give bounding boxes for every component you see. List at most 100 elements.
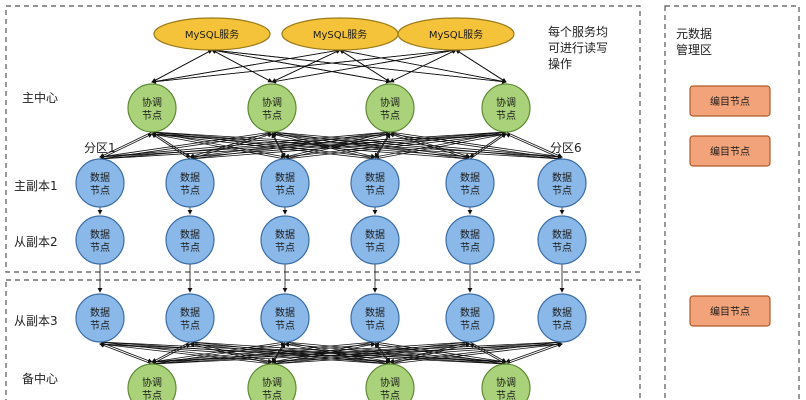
mysql-service-3-label: MySQL服务 — [429, 28, 483, 41]
data-node-primary-3-text-1: 数据 — [275, 171, 295, 184]
data-node-secondary2-4-text-1: 数据 — [365, 228, 385, 241]
edge-coord-1-mysql-0 — [211, 49, 273, 83]
catalog-node-2 — [689, 135, 771, 167]
edge-coord-3-data-1 — [189, 131, 507, 160]
backup-coord-node-1-text-2: 节点 — [142, 390, 162, 400]
data-node-primary-5 — [445, 158, 495, 208]
metadata-title-line-2: 管理区 — [676, 42, 712, 57]
data-node-secondary3-3-text-1: 数据 — [275, 306, 295, 319]
backup-coord-node-2-text-2: 节点 — [262, 390, 282, 400]
edge-coord-0-mysql-2 — [151, 48, 457, 83]
data-node-primary-1-text-1: 数据 — [90, 171, 110, 184]
backup-coord-node-1-text-1: 协调 — [142, 376, 162, 389]
data-node-secondary2-1 — [75, 215, 125, 265]
data-node-secondary2-3-text-2: 节点 — [275, 242, 295, 254]
data-node-secondary3-2-text-1: 数据 — [180, 306, 200, 319]
data-node-secondary3-1-text-2: 节点 — [90, 320, 110, 332]
main-coord-node-2-text-1: 协调 — [262, 96, 282, 109]
edge-coord-3-data-0 — [99, 131, 507, 160]
data-node-secondary2-1-text-1: 数据 — [90, 228, 110, 241]
backup-coord-node-3 — [365, 363, 415, 400]
edge-coord-2-data-5 — [389, 131, 563, 159]
data-node-secondary3-6-text-2: 节点 — [552, 320, 572, 332]
edge-data3-5-bcoord-1 — [271, 341, 563, 365]
edge-coord-3-data-5 — [505, 131, 563, 158]
edge-data-4-coord-0 — [151, 131, 471, 160]
data-node-secondary2-3-text-1: 数据 — [275, 228, 295, 241]
catalog-node-1-label: 编目节点 — [710, 95, 750, 108]
edge-data3-0-bcoord-3 — [99, 341, 507, 365]
partition-last-label: 分区6 — [550, 141, 582, 155]
edge-data-2-coord-3 — [284, 132, 507, 160]
data-node-secondary3-3-text-2: 节点 — [275, 320, 295, 332]
edge-data-1-coord-1 — [189, 132, 273, 160]
data-node-secondary2-5-text-1: 数据 — [460, 228, 480, 241]
edge-data-4-coord-3 — [469, 133, 507, 160]
data-node-primary-1 — [75, 158, 125, 208]
main-coord-node-4 — [481, 83, 531, 133]
backup-coord-node-2 — [247, 363, 297, 400]
edge-coord-1-mysql-2 — [271, 48, 457, 83]
edge-data3-1-bcoord-3 — [189, 341, 507, 365]
note-line-3: 操作 — [548, 56, 572, 71]
data-node-secondary2-2-text-1: 数据 — [180, 228, 200, 241]
edge-bcoord-1-data3-4 — [271, 342, 471, 365]
data-node-secondary3-5-text-2: 节点 — [460, 320, 480, 332]
edge-data3-4-bcoord-3 — [469, 341, 507, 363]
edge-bcoord-3-data3-2 — [284, 341, 507, 365]
edge-coord-1-data-5 — [271, 131, 563, 160]
data-node-secondary3-6 — [537, 293, 587, 343]
edge-coord-0-mysql-1 — [151, 48, 341, 83]
data-node-secondary2-5 — [445, 215, 495, 265]
edge-data-1-coord-2 — [189, 132, 391, 160]
backup-coord-node-2-text-1: 协调 — [262, 376, 282, 389]
data-node-primary-4-text-1: 数据 — [365, 171, 385, 184]
edge-data3-0-bcoord-2 — [99, 341, 391, 365]
data-node-primary-2 — [165, 158, 215, 208]
edge-data3-1-bcoord-2 — [189, 341, 391, 364]
edge-coord-3-data-3 — [374, 131, 507, 159]
edge-data3-3-bcoord-1 — [271, 341, 376, 364]
edge-data-3-coord-0 — [151, 132, 376, 160]
catalog-node-3-label: 编目节点 — [710, 305, 750, 318]
data-node-secondary3-2-text-2: 节点 — [180, 320, 200, 332]
backup-coord-node-1 — [127, 363, 177, 400]
edge-coord-3-data-2 — [284, 131, 507, 159]
data-node-primary-2-text-1: 数据 — [180, 171, 200, 184]
main-coord-node-4-text-2: 节点 — [496, 110, 516, 122]
edge-bcoord-3-data3-0 — [99, 341, 507, 365]
edge-coord-1-data-0 — [99, 131, 273, 159]
data-node-primary-5-text-2: 节点 — [460, 185, 480, 197]
mysql-service-3 — [397, 17, 515, 51]
edge-bcoord-3-data3-1 — [189, 341, 507, 365]
edge-data-3-coord-3 — [374, 132, 507, 160]
edge-data-5-coord-3 — [505, 133, 563, 160]
edge-coord-0-data-0 — [99, 131, 153, 158]
edge-data-2-coord-1 — [271, 133, 286, 160]
data-node-primary-2-text-2: 节点 — [180, 185, 200, 197]
edge-bcoord-0-data3-0 — [99, 343, 153, 365]
backup-center-label: 备中心 — [22, 371, 58, 386]
data-node-secondary2-4-text-2: 节点 — [365, 242, 385, 254]
main-coord-node-3-text-2: 节点 — [380, 110, 400, 122]
backup-coord-node-3-text-1: 协调 — [380, 376, 400, 389]
backup-coord-node-3-text-2: 节点 — [380, 390, 400, 400]
edge-coord-3-mysql-2 — [455, 49, 507, 83]
data-node-primary-6-text-2: 节点 — [552, 185, 572, 197]
main-coord-node-2 — [247, 83, 297, 133]
row-secondary2-label: 从副本2 — [14, 235, 58, 249]
edge-data3-5-bcoord-3 — [505, 341, 563, 363]
data-node-secondary3-4-text-2: 节点 — [365, 320, 385, 332]
data-node-secondary3-4 — [350, 293, 400, 343]
backup-center-zone — [5, 279, 641, 400]
edge-coord-0-mysql-0 — [151, 49, 213, 83]
data-node-primary-3 — [260, 158, 310, 208]
data-node-secondary3-5-text-1: 数据 — [460, 306, 480, 319]
backup-coord-node-4 — [481, 363, 531, 400]
data-node-secondary3-1-text-1: 数据 — [90, 306, 110, 319]
mysql-service-2-label: MySQL服务 — [313, 28, 367, 41]
catalog-node-3 — [689, 295, 771, 327]
note-line-1: 每个服务均 — [548, 24, 608, 39]
edge-coord-0-data-4 — [151, 131, 471, 160]
data-node-secondary3-1 — [75, 293, 125, 343]
